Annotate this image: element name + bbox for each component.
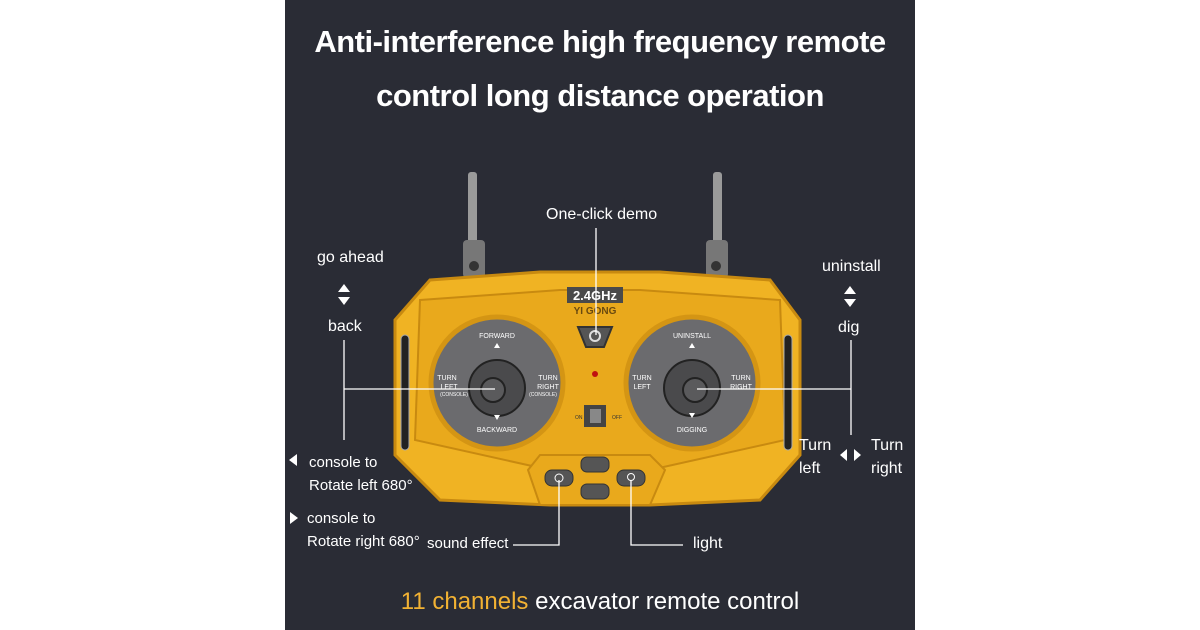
turn-left-label: TURN <box>437 375 456 382</box>
left-antenna <box>463 172 485 278</box>
gear-icon <box>589 330 601 342</box>
switch-on-label: ON <box>575 415 583 421</box>
turn-right-label: TURN <box>538 375 557 382</box>
demo-button <box>576 326 614 348</box>
up-arrow-icon <box>844 286 856 294</box>
go-ahead-callout: go ahead <box>317 249 384 266</box>
footer-caption: 11 channels excavator remote control <box>285 588 915 616</box>
button-up <box>580 456 610 473</box>
frequency-badge <box>567 287 623 303</box>
frequency-badge-text: 2.4GHz <box>573 288 618 303</box>
turn-right-line-1: Turn <box>871 437 904 454</box>
footer-accent: 11 channels <box>400 588 529 615</box>
backward-label: BACKWARD <box>477 427 517 434</box>
headline-line-2: control long distance operation <box>376 78 824 113</box>
console-left-line-2: Rotate left 680° <box>309 477 413 494</box>
demo-callout: One-click demo <box>546 206 658 223</box>
right-turn-right-label: TURN <box>731 375 750 382</box>
console-left-line-1: console to <box>309 454 378 471</box>
right-turn-left-label: TURN <box>632 375 651 382</box>
power-led <box>592 371 598 377</box>
footer-rest: excavator remote control <box>528 588 800 615</box>
back-callout: back <box>328 318 362 335</box>
dig-callout: dig <box>838 319 860 336</box>
headline-line-1: Anti-interference high frequency remote <box>314 24 886 59</box>
product-panel: Anti-interference high frequency remote … <box>285 0 915 630</box>
right-turn-right-label-2: RIGHT <box>730 384 753 391</box>
right-arrow-icon <box>854 449 861 461</box>
up-arrow-icon <box>338 284 350 292</box>
button-down <box>580 483 610 500</box>
right-antenna <box>706 172 728 278</box>
left-joystick <box>428 314 566 452</box>
turn-left-line-2: left <box>799 460 821 477</box>
console-right-line-1: console to <box>307 510 376 527</box>
right-joystick <box>623 314 761 452</box>
uninstall-callout: uninstall <box>822 258 881 275</box>
console-right-callout: console to Rotate right 680° <box>307 507 420 553</box>
turn-left-line-1: Turn <box>799 437 832 454</box>
down-arrow-icon <box>338 297 350 305</box>
left-arrow-icon <box>840 449 847 461</box>
forward-label: FORWARD <box>479 333 515 340</box>
remote-illustration: FORWARD BACKWARD TURN LEFT (CONSOLE) TUR… <box>289 172 861 546</box>
sound-callout: sound effect <box>427 535 509 552</box>
console-right-line-2: Rotate right 680° <box>307 533 420 550</box>
turn-right-callout: Turn right <box>871 434 903 480</box>
turn-right-label-2: RIGHT <box>537 384 560 391</box>
down-arrow-icon <box>844 299 856 307</box>
console-label-right: (CONSOLE) <box>529 392 557 398</box>
uninstall-stick-label: UNINSTALL <box>673 333 711 340</box>
console-left-callout: console to Rotate left 680° <box>309 451 413 497</box>
console-label: (CONSOLE) <box>440 392 468 398</box>
turn-right-line-2: right <box>871 460 903 477</box>
turn-left-label-2: LEFT <box>440 384 458 391</box>
brand-text: YI GONG <box>574 306 617 317</box>
right-turn-left-label-2: LEFT <box>633 384 651 391</box>
digging-stick-label: DIGGING <box>677 427 707 434</box>
turn-left-callout: Turn left <box>799 434 831 480</box>
switch-off-label: OFF <box>612 415 622 421</box>
light-callout: light <box>693 535 723 552</box>
left-arrow-icon <box>289 454 297 466</box>
right-arrow-icon <box>290 512 298 524</box>
